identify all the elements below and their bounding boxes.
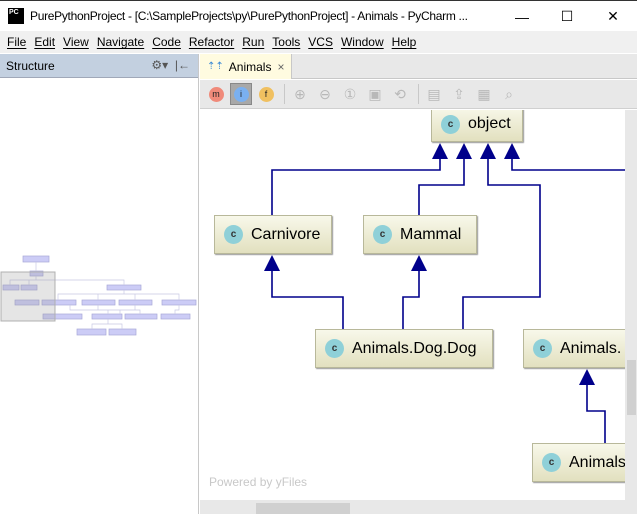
fields-icon: f: [258, 86, 274, 102]
print-preview-icon[interactable]: ⌕: [505, 85, 513, 102]
gear-icon[interactable]: ⚙▾: [151, 58, 169, 72]
menu-vcs[interactable]: VCS: [308, 35, 333, 49]
title-bar: PC PurePythonProject - [C:\SampleProject…: [0, 0, 637, 31]
export-icon[interactable]: ⇪: [453, 85, 465, 102]
zoom-in-icon[interactable]: ⊕: [294, 85, 306, 102]
inheritance-arrowhead: [579, 369, 595, 385]
vertical-scrollbar[interactable]: [625, 110, 637, 500]
menu-refactor[interactable]: Refactor: [188, 35, 235, 49]
print-icon[interactable]: ▦: [477, 85, 491, 102]
edge-mammal-object: [418, 158, 465, 215]
inheritance-arrowhead: [411, 255, 427, 271]
menu-window[interactable]: Window: [340, 35, 384, 49]
class-icon: c: [373, 225, 392, 244]
class-icon: c: [224, 225, 243, 244]
class-icon: c: [325, 339, 344, 358]
menu-tools[interactable]: Tools: [272, 35, 301, 49]
edge-dog-object: [462, 158, 541, 329]
methods-icon: m: [208, 86, 224, 102]
edge-dog-mammal: [402, 270, 420, 329]
vertical-scroll-thumb[interactable]: [627, 360, 636, 415]
minimize-button[interactable]: —: [515, 8, 529, 25]
tab-close-icon[interactable]: ×: [277, 59, 285, 74]
node-mammal[interactable]: c Mammal: [363, 215, 477, 254]
info-icon: i: [233, 86, 249, 102]
window-title: PurePythonProject - [C:\SampleProjects\p…: [30, 9, 468, 23]
powered-by-watermark: Powered by yFiles: [209, 475, 308, 489]
horizontal-scroll-thumb[interactable]: [256, 503, 350, 514]
structure-panel: Structure ⚙▾ |←: [0, 54, 199, 514]
node-label: Animals.Dog.Dog: [352, 339, 477, 357]
diagram-edges: [264, 143, 625, 443]
overview-viewport[interactable]: [0, 271, 56, 322]
diagram-overview[interactable]: [0, 240, 199, 340]
edge-carnivore-object: [271, 158, 441, 215]
node-label: object: [468, 115, 511, 132]
pycharm-logo-icon: PC: [8, 8, 24, 24]
save-icon[interactable]: ▤: [427, 85, 441, 102]
node-animals-bottom[interactable]: c Animals: [532, 443, 625, 482]
menu-help[interactable]: Help: [391, 35, 417, 49]
inheritance-arrowhead: [456, 143, 472, 159]
structure-title: Structure: [6, 58, 55, 73]
show-info-button[interactable]: i: [230, 83, 252, 105]
inheritance-arrowhead: [504, 143, 520, 159]
menu-view[interactable]: View: [63, 35, 89, 49]
menu-run[interactable]: Run: [242, 35, 265, 49]
layout-icon[interactable]: ⟲: [394, 85, 406, 102]
class-icon: c: [533, 339, 552, 358]
inheritance-arrowhead: [264, 255, 280, 271]
fit-content-icon[interactable]: ▣: [368, 85, 382, 102]
toolbar-separator: [418, 84, 419, 104]
close-button[interactable]: ✕: [607, 8, 619, 24]
menu-bar: File Edit View Navigate Code Refactor Ru…: [0, 31, 637, 53]
menu-code[interactable]: Code: [152, 35, 181, 49]
menu-file[interactable]: File: [7, 35, 27, 49]
node-animals-dog-dog[interactable]: c Animals.Dog.Dog: [315, 329, 493, 368]
menu-edit[interactable]: Edit: [34, 35, 56, 49]
node-label: Carnivore: [251, 225, 321, 243]
tab-animals[interactable]: ⇡⇡ Animals ×: [200, 54, 292, 79]
diagram-toolbar: m i f ⊕ ⊖ ① ▣ ⟲ ▤ ⇪ ▦ ⌕: [200, 80, 637, 109]
class-icon: c: [441, 114, 460, 134]
node-label: Animals.: [560, 339, 622, 357]
menu-navigate[interactable]: Navigate: [96, 35, 145, 49]
maximize-button[interactable]: ☐: [560, 8, 574, 24]
actual-size-icon[interactable]: ①: [343, 85, 357, 102]
editor-tab-bar: ⇡⇡ Animals ×: [200, 54, 637, 79]
node-carnivore[interactable]: c Carnivore: [214, 215, 332, 254]
node-label: Animals: [569, 453, 625, 471]
pin-left-icon[interactable]: |←: [174, 58, 190, 72]
edge-offscreen-object: [511, 158, 625, 171]
edge-dog-carnivore: [271, 270, 344, 329]
edge-animals-bottom-right: [586, 385, 606, 443]
show-fields-button[interactable]: f: [255, 83, 277, 105]
node-label: Mammal: [400, 225, 462, 243]
toolbar-separator: [284, 84, 285, 104]
inheritance-arrowhead: [432, 143, 448, 159]
inheritance-arrowhead: [480, 143, 496, 159]
horizontal-scrollbar[interactable]: [200, 500, 637, 514]
class-icon: c: [542, 453, 561, 472]
tab-label: Animals: [228, 59, 272, 74]
zoom-out-icon[interactable]: ⊖: [319, 85, 331, 102]
structure-header: Structure ⚙▾ |←: [0, 54, 198, 78]
diagram-icon: ⇡⇡: [207, 61, 224, 72]
show-methods-button[interactable]: m: [205, 83, 227, 105]
node-animals-right[interactable]: c Animals.: [523, 329, 625, 368]
